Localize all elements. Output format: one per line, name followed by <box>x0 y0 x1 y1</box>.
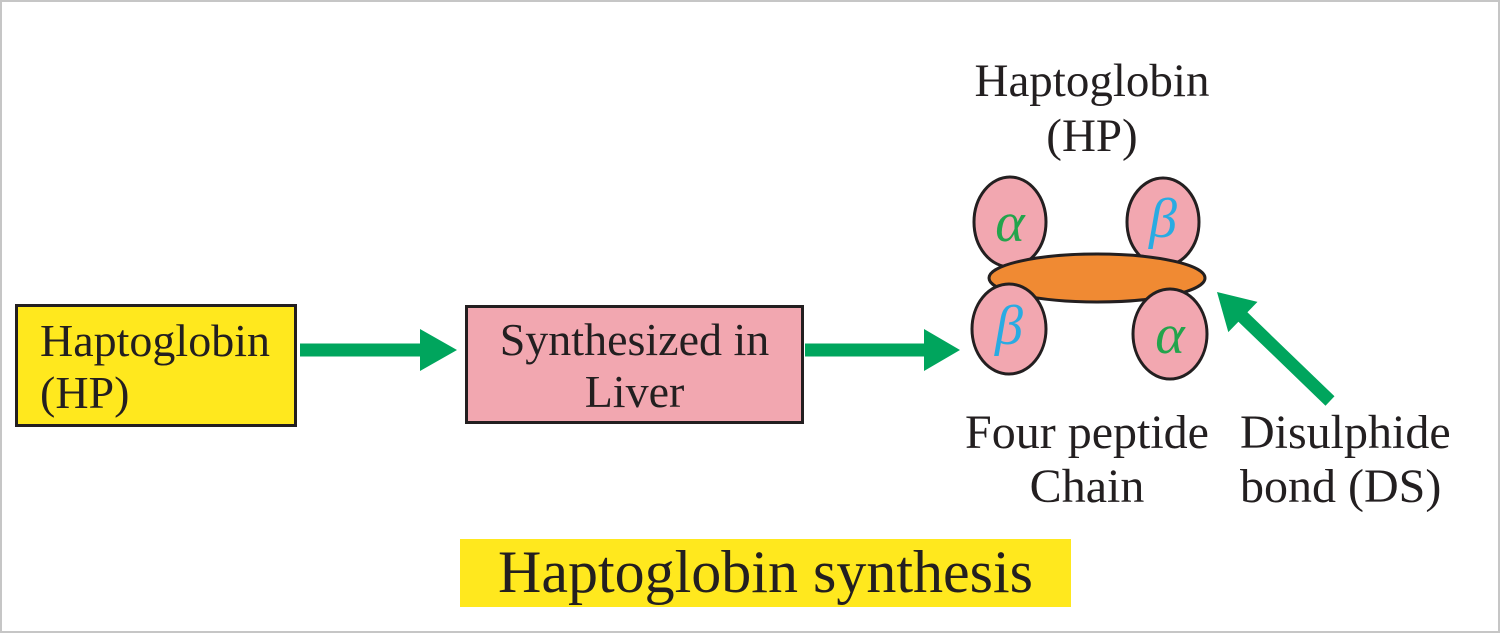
source-box-line1: Haptoglobin <box>40 315 270 366</box>
disulphide-label-line1: Disulphide <box>1240 406 1451 459</box>
disulphide-label-line2: bond (DS) <box>1240 460 1442 513</box>
arrow-right-icon <box>300 329 457 371</box>
molecule-label-line1: Haptoglobin <box>974 55 1210 107</box>
beta-symbol-top-right: β <box>1148 188 1177 250</box>
haptoglobin-source-box: Haptoglobin (HP) <box>15 304 297 427</box>
source-box-line2: (HP) <box>40 367 130 418</box>
arrow-right-icon <box>805 329 960 371</box>
diagram-title: Haptoglobin synthesis <box>460 539 1071 607</box>
disulphide-bond-label: Disulphide bond (DS) <box>1240 406 1498 514</box>
alpha-subunit-bottom-right <box>1131 287 1209 381</box>
peptide-label-line2: Chain <box>1029 460 1145 513</box>
haptoglobin-molecule-label: Haptoglobin (HP) <box>932 54 1252 164</box>
arrow-diagonal-icon <box>1217 292 1335 406</box>
process-box-line2: Liver <box>584 366 685 417</box>
beta-subunit-bottom-left <box>970 282 1048 376</box>
disulphide-bond-ellipse <box>987 252 1207 304</box>
peptide-label-line1: Four peptide <box>965 406 1209 459</box>
synthesized-in-liver-box: Synthesized in Liver <box>465 305 804 424</box>
beta-symbol-bottom-left: β <box>994 295 1023 357</box>
alpha-symbol-top-left: α <box>995 192 1026 254</box>
alpha-symbol-bottom-right: α <box>1155 304 1186 366</box>
molecule-label-line2: (HP) <box>1046 110 1138 162</box>
process-box-line1: Synthesized in <box>499 314 770 365</box>
four-peptide-chain-label: Four peptide Chain <box>932 406 1242 514</box>
